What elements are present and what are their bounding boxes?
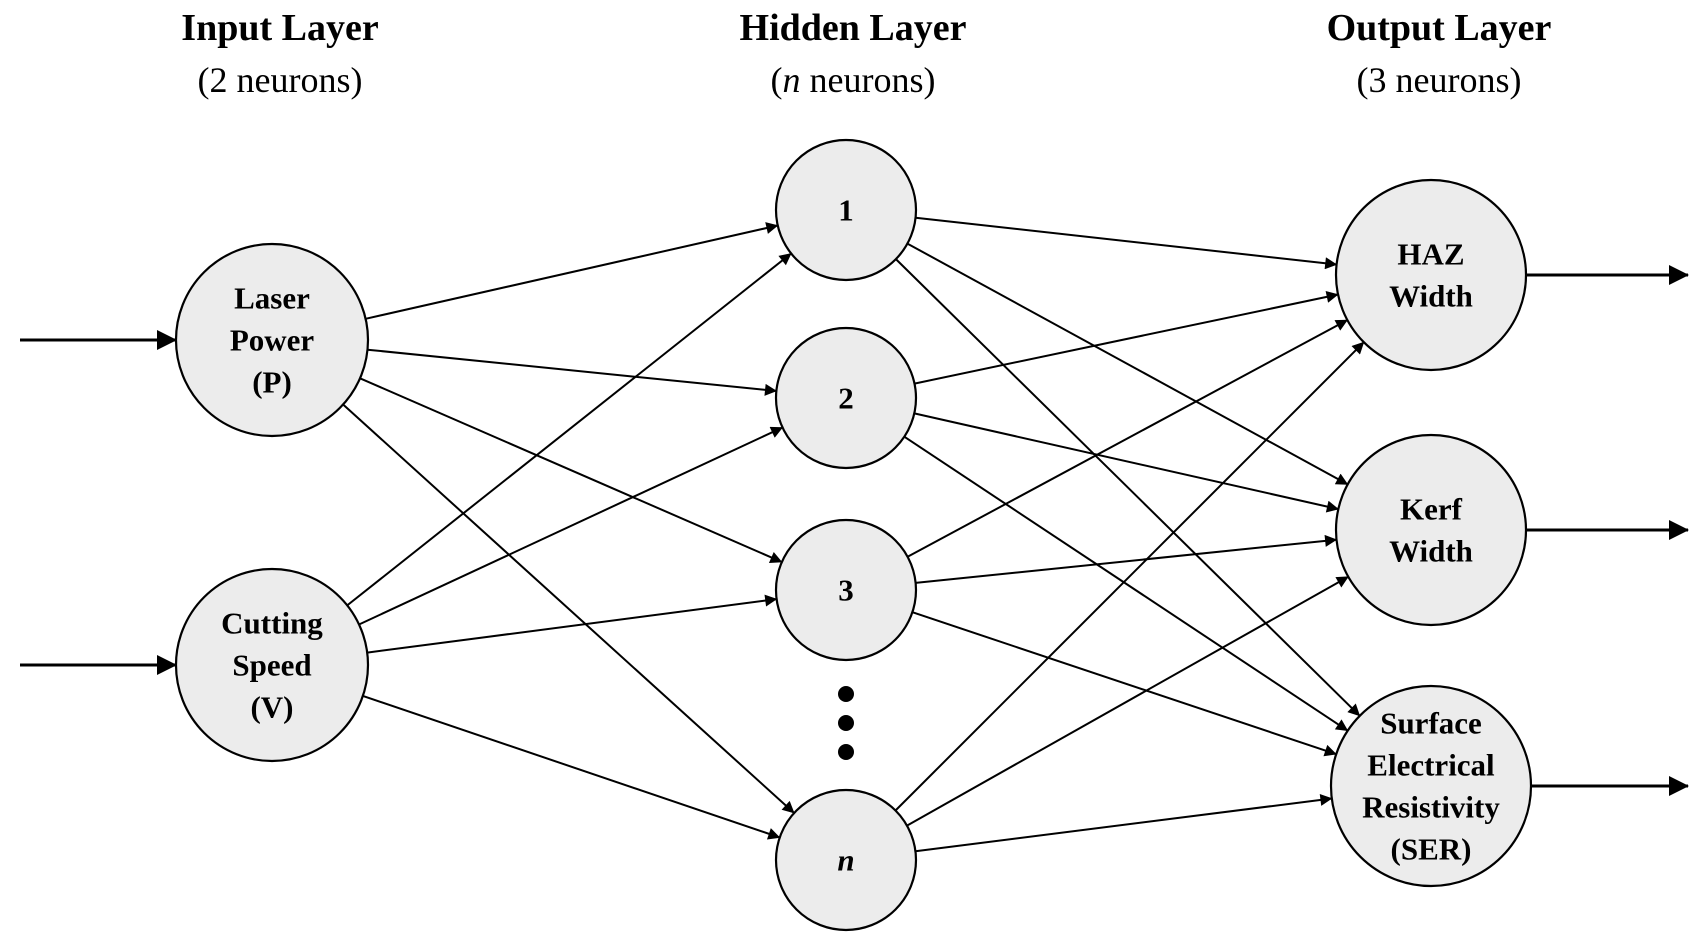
- hidden-neuron-label: 1: [838, 193, 854, 228]
- neuron-circle: [774, 518, 918, 662]
- edge-input1-hidden2: [367, 348, 777, 396]
- output-neuron-1: HAZ Width: [1334, 178, 1528, 372]
- hidden-neuron-label: 3: [838, 573, 854, 608]
- neuron-circle: [774, 138, 918, 282]
- neuron-circle: [1329, 684, 1533, 888]
- edge-input2-hidden4: [362, 694, 781, 840]
- neuron-circle: [1334, 178, 1528, 372]
- neuron-label-line: Surface: [1380, 706, 1482, 741]
- neuron-label-line: Resistivity: [1362, 790, 1500, 825]
- hidden-neuron-3: 3: [774, 518, 918, 662]
- io-arrows: [20, 265, 1689, 796]
- neuron-circle: [174, 242, 370, 438]
- hidden-neuron-2: 2: [774, 326, 918, 470]
- edge-hidden3-output3: [912, 611, 1337, 757]
- hidden-neuron-4: n: [774, 788, 918, 932]
- edge-input2-hidden1: [346, 252, 792, 607]
- edge-input1-hidden3: [359, 377, 783, 563]
- hidden-neuron-1: 1: [774, 138, 918, 282]
- connection-edges: [342, 216, 1365, 853]
- neuron-label-line: Electrical: [1367, 748, 1495, 783]
- neuron-label-line: Speed: [232, 648, 311, 683]
- output-layer-title: Output Layer: [1327, 7, 1552, 49]
- hidden-ellipsis: [838, 686, 854, 760]
- neuron-circle: [1334, 433, 1528, 627]
- edge-hidden2-output3: [903, 435, 1349, 732]
- neuron-label-line: (V): [250, 690, 293, 725]
- ellipsis-dot: [838, 744, 854, 760]
- input-layer-title: Input Layer: [181, 7, 379, 49]
- neuron-circle: [774, 326, 918, 470]
- edge-input2-hidden2: [358, 426, 784, 626]
- edge-hidden3-output1: [907, 319, 1348, 558]
- hidden-layer-heading: Hidden Layer (n neurons): [740, 7, 967, 100]
- input-layer-subtitle: (2 neurons): [198, 60, 363, 100]
- neuron-label-line: Laser: [234, 281, 310, 316]
- edge-hidden4-output3: [915, 793, 1333, 853]
- output-layer-subtitle: (3 neurons): [1357, 60, 1522, 100]
- edge-hidden1-output1: [915, 216, 1338, 270]
- edge-hidden4-output2: [906, 575, 1349, 827]
- input-layer-heading: Input Layer (2 neurons): [181, 7, 379, 100]
- hidden-neuron-label: n: [837, 843, 854, 878]
- neuron-label-line: Power: [230, 323, 315, 358]
- neuron-circle: [174, 567, 370, 763]
- edge-hidden1-output2: [906, 242, 1349, 486]
- hidden-subtitle-open: (: [771, 60, 783, 100]
- edge-input1-hidden4: [342, 403, 795, 814]
- edge-input1-hidden1: [365, 222, 779, 320]
- ellipsis-dot: [838, 686, 854, 702]
- neuron-label-line: Width: [1389, 534, 1473, 569]
- edge-hidden2-output2: [914, 412, 1339, 513]
- output-layer-heading: Output Layer (3 neurons): [1327, 7, 1552, 100]
- neuron-circle: [774, 788, 918, 932]
- neuron-label-line: Kerf: [1400, 492, 1463, 527]
- edge-input2-hidden3: [367, 594, 778, 654]
- neuron-label-line: HAZ: [1397, 237, 1464, 272]
- edge-hidden3-output2: [915, 534, 1338, 584]
- neuron-label-line: Cutting: [221, 606, 323, 641]
- neuron-label-line: Width: [1389, 279, 1473, 314]
- edge-hidden4-output1: [894, 341, 1365, 812]
- hidden-subtitle-rest: neurons): [801, 60, 936, 100]
- hidden-subtitle-variable: n: [783, 60, 801, 100]
- hidden-layer-title: Hidden Layer: [740, 7, 967, 49]
- hidden-neuron-label: 2: [838, 381, 854, 416]
- edge-hidden2-output1: [914, 290, 1339, 385]
- ellipsis-dot: [838, 715, 854, 731]
- neuron-label-line: (P): [252, 365, 292, 400]
- edge-hidden1-output3: [895, 258, 1361, 717]
- neuron-label-line: (SER): [1391, 832, 1472, 867]
- hidden-layer-subtitle: (n neurons): [771, 60, 936, 100]
